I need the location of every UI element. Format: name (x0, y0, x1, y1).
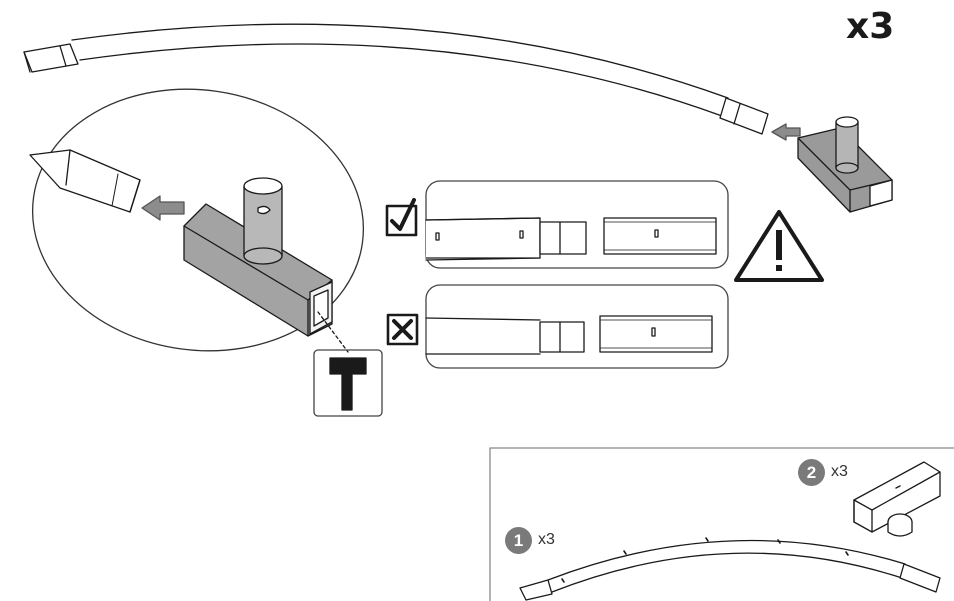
t-connector-small (797, 116, 893, 213)
insert-arrow-icon (141, 195, 185, 221)
part-number-badge: 1 (505, 527, 532, 554)
part-quantity: x3 (538, 531, 555, 548)
curved-frame-tube-top (23, 23, 769, 135)
part-number-badge: 2 (798, 459, 825, 486)
warning-triangle-icon (734, 210, 824, 282)
insert-arrow-icon (771, 123, 801, 141)
checkbox-x-icon (386, 313, 419, 346)
quantity-label: x3 (846, 6, 895, 47)
rubber-mallet-icon (313, 349, 383, 417)
incorrect-fit-panel (425, 284, 729, 369)
correct-fit-panel (425, 180, 729, 269)
zoom-detail (29, 88, 365, 353)
checkbox-check-icon (385, 198, 418, 237)
part-quantity: x3 (831, 463, 848, 480)
parts-inventory-box (489, 447, 954, 601)
